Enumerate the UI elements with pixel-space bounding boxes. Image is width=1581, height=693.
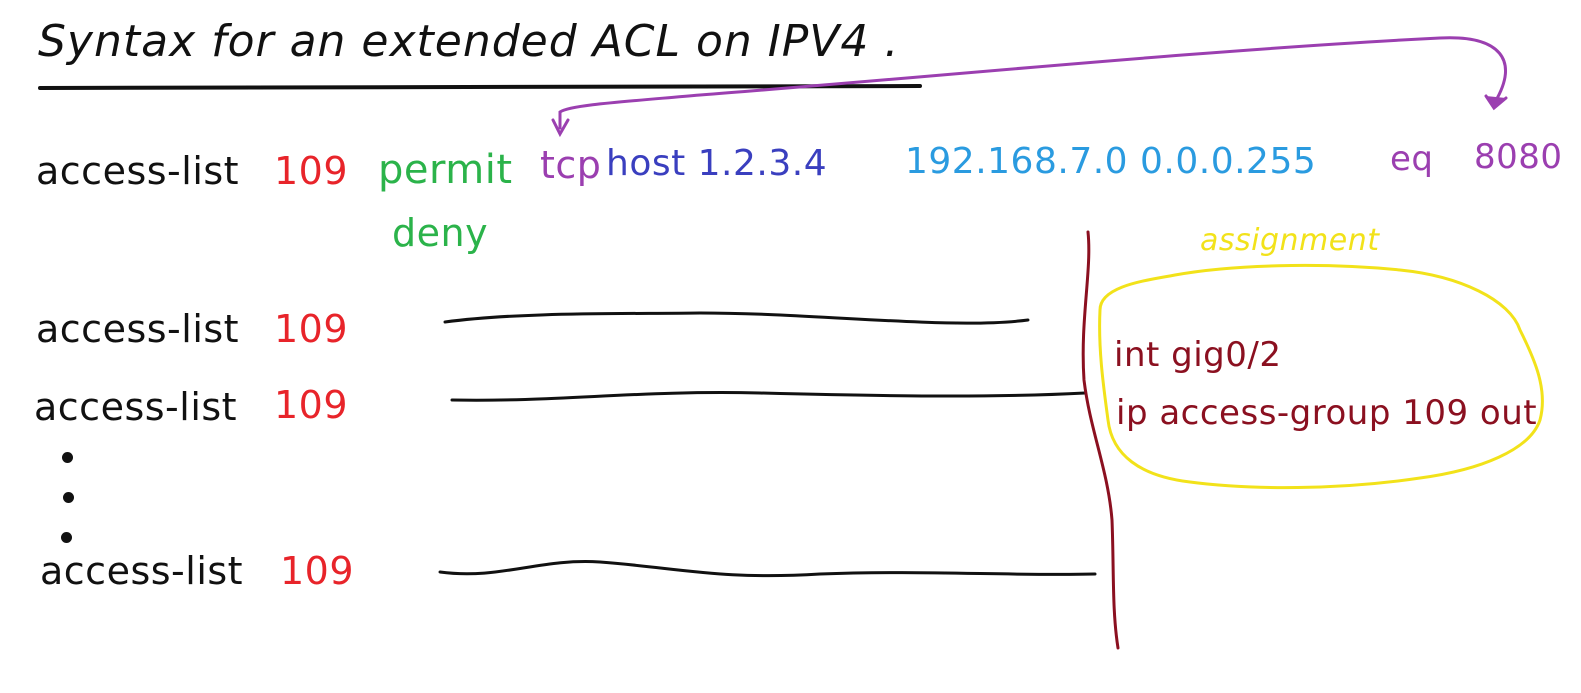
- ellipsis-dot: [63, 492, 74, 503]
- diagram-title: Syntax for an extended ACL on IPV4 .: [38, 16, 900, 67]
- row-2-command: access-list: [34, 385, 238, 429]
- syntax-protocol: tcp: [540, 143, 602, 187]
- syntax-acl-number: 109: [274, 149, 349, 193]
- row-3-acl-number: 109: [280, 549, 355, 593]
- placeholder-line-1: [443, 311, 1030, 325]
- syntax-command: access-list: [36, 149, 240, 193]
- row-2-acl-number: 109: [274, 383, 349, 427]
- assignment-label: assignment: [1200, 223, 1380, 258]
- assignment-cloud: [1098, 263, 1544, 490]
- row-3-command: access-list: [40, 549, 244, 593]
- arrowhead-port-icon: [1484, 94, 1508, 111]
- ellipsis-dot: [61, 532, 72, 543]
- row-1-command: access-list: [36, 307, 240, 351]
- assignment-line-interface: int gig0/2: [1114, 335, 1282, 375]
- placeholder-line-2: [450, 391, 1087, 402]
- title-underline: [38, 84, 922, 90]
- syntax-port: 8080: [1474, 137, 1563, 177]
- row-1-acl-number: 109: [274, 307, 349, 351]
- syntax-operator: eq: [1390, 139, 1434, 179]
- assignment-line-access-group: ip access-group 109 out: [1116, 393, 1538, 433]
- syntax-destination: 192.168.7.0 0.0.0.255: [905, 141, 1317, 182]
- assignment-divider: [1081, 230, 1120, 650]
- syntax-action-permit: permit: [378, 147, 513, 193]
- arrowhead-protocol-icon: [551, 118, 570, 138]
- syntax-action-deny: deny: [392, 211, 489, 255]
- syntax-source: host 1.2.3.4: [606, 143, 828, 184]
- placeholder-line-3: [438, 560, 1097, 578]
- ellipsis-dot: [62, 452, 73, 463]
